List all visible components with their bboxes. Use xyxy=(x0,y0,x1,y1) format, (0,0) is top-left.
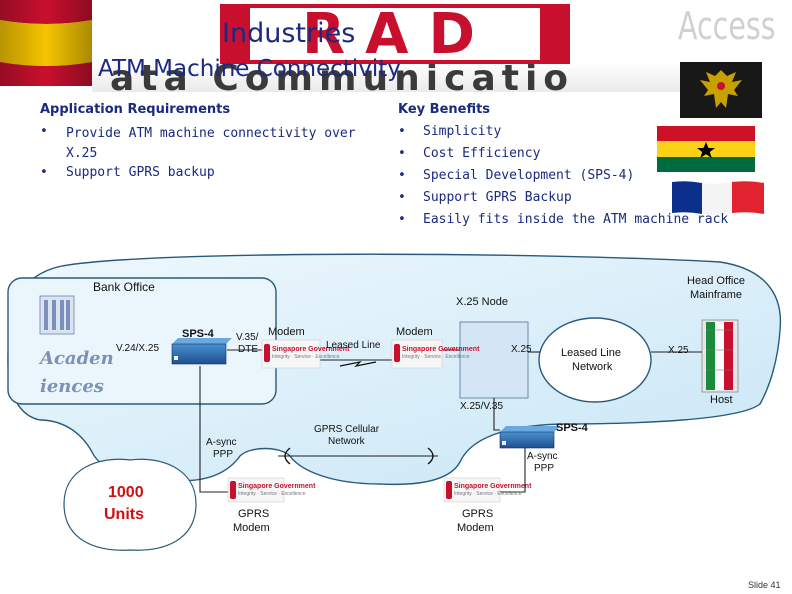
sps4-device-right xyxy=(499,426,560,449)
v35-label: V.35/ xyxy=(236,332,259,343)
slide-number: Slide 41 xyxy=(748,580,781,590)
rad-logo-text: RAD xyxy=(302,2,495,67)
modem-device-right xyxy=(391,339,443,369)
benefits-heading: Key Benefits xyxy=(398,102,491,117)
requirements-heading: Application Requirements xyxy=(40,102,231,117)
academy-watermark-2: iences xyxy=(40,376,104,397)
dte-label: DTE xyxy=(238,344,258,355)
gprs-modem-right-label-1: GPRS xyxy=(462,508,494,520)
gprs-modem-left-label-2: Modem xyxy=(233,522,270,534)
host-label: Host xyxy=(710,394,733,406)
units-count-label: 1000 xyxy=(108,484,144,501)
async-right-label-1: A-sync xyxy=(527,451,558,462)
gprs-network-label-1: GPRS Cellular xyxy=(314,424,380,435)
requirement-bullet: • xyxy=(40,124,48,139)
leased-line-network-label-2: Network xyxy=(572,361,613,373)
sps4-left-label: SPS-4 xyxy=(182,328,214,340)
gprs-modem-left-label-1: GPRS xyxy=(238,508,270,520)
gprs-modem-device-right xyxy=(443,477,501,503)
academy-building-image xyxy=(39,295,75,335)
france-flag-image xyxy=(672,180,764,216)
benefit-item-5: Easily fits inside the ATM machine rack xyxy=(423,212,729,227)
gprs-network-label-2: Network xyxy=(328,436,365,447)
benefit-bullet: • xyxy=(398,168,406,183)
benefit-bullet: • xyxy=(398,212,406,227)
x25-v35-label: X.25/V.35 xyxy=(460,401,504,412)
bank-office-label: Bank Office xyxy=(93,280,155,294)
banner-strip xyxy=(92,62,757,92)
x25-node-box xyxy=(459,321,529,399)
gprs-wave-right xyxy=(427,447,434,465)
modem-left-label: Modem xyxy=(268,326,305,338)
units-starburst xyxy=(63,458,197,551)
page-title-line1: Industries xyxy=(222,18,356,49)
link-sps4-gprs-modem-left xyxy=(199,366,228,493)
benefit-item-4: Support GPRS Backup xyxy=(423,190,572,205)
async-left-label-1: A-sync xyxy=(206,437,237,448)
link-x25node-sps4-right xyxy=(493,398,500,431)
access-wordmark: Access xyxy=(678,4,776,48)
units-label: Units xyxy=(104,506,144,523)
x25-node-label: X.25 Node xyxy=(456,296,508,308)
benefit-bullet: • xyxy=(398,190,406,205)
requirement-item-1: Provide ATM machine connectivity over X.… xyxy=(66,126,356,161)
mainframe-host-image xyxy=(701,319,739,393)
gprs-modem-device-left xyxy=(227,477,285,503)
modem-logo-left: Singapore Government Integrity · Service… xyxy=(264,344,349,362)
leased-line-network-label-1: Leased Line xyxy=(561,347,621,359)
eagle-emblem-image xyxy=(680,62,762,118)
x25-right-label: X.25 xyxy=(511,344,532,355)
gprs-modem-right-label-2: Modem xyxy=(457,522,494,534)
academy-watermark-1: Acaden xyxy=(40,348,114,369)
leased-line-bolt xyxy=(339,361,377,367)
async-right-label-2: PPP xyxy=(534,463,555,474)
modem-right-label: Modem xyxy=(396,326,433,338)
sps4-device-left xyxy=(171,338,232,365)
link-sps4-right-gprs-modem xyxy=(500,444,526,493)
modem-device-left xyxy=(261,339,321,369)
banner-watermark-text: ata Communicatio xyxy=(110,58,575,99)
page-title-line2: ATM Machine Connectivity xyxy=(98,56,401,82)
ghana-flag-image xyxy=(657,126,755,172)
gprs-modem-logo-left: Singapore Government Integrity · Service… xyxy=(230,481,315,499)
requirement-bullet: • xyxy=(40,165,48,180)
gprs-modem-logo-right: Singapore Government Integrity · Service… xyxy=(446,481,531,499)
async-left-label-2: PPP xyxy=(213,449,234,460)
benefit-item-3: Special Development (SPS-4) xyxy=(423,168,635,183)
leased-line-network-cloud xyxy=(538,317,652,403)
benefit-item-2: Cost Efficiency xyxy=(423,146,541,161)
requirement-item-2: Support GPRS backup xyxy=(66,165,215,180)
x25-host-label: X.25 xyxy=(668,345,689,356)
benefit-item-1: Simplicity xyxy=(423,124,502,139)
modem-logo-right: Singapore Government Integrity · Service… xyxy=(394,344,479,362)
sps4-right-label: SPS-4 xyxy=(556,422,588,434)
spain-flag-image xyxy=(0,0,92,86)
rad-logo: RAD xyxy=(220,2,570,67)
benefit-bullet: • xyxy=(398,124,406,139)
leased-line-label: Leased Line xyxy=(326,340,381,351)
head-office-label-1: Head Office Mainframe xyxy=(687,275,745,301)
v24-x25-label: V.24/X.25 xyxy=(116,343,160,354)
gprs-wave-left xyxy=(284,447,291,465)
benefit-bullet: • xyxy=(398,146,406,161)
